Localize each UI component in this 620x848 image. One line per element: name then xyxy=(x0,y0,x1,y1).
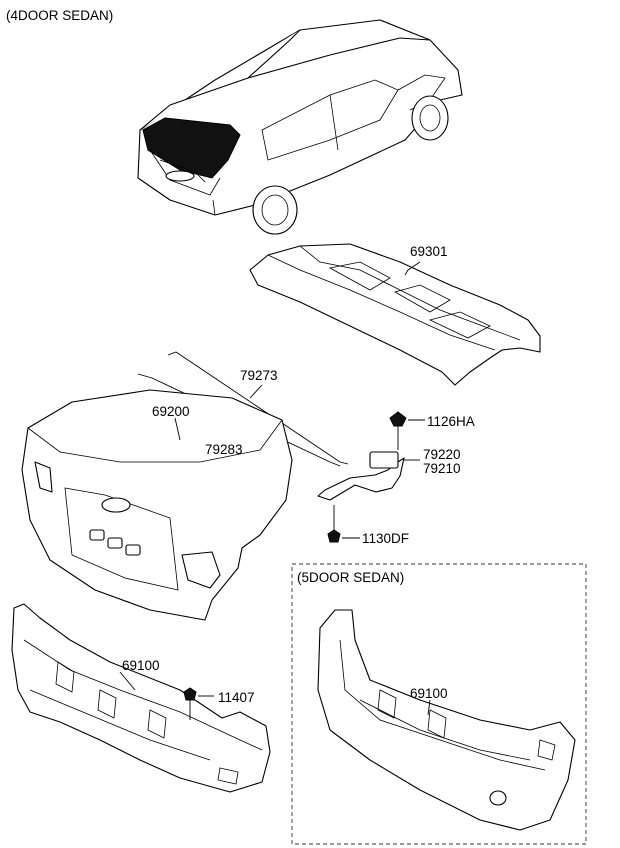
part-number-79220[interactable]: 79220 xyxy=(423,447,461,462)
header-5door-sedan: (5DOOR SEDAN) xyxy=(297,570,405,585)
car-illustration xyxy=(137,19,463,235)
part-number-79210[interactable]: 79210 xyxy=(423,461,461,476)
trunk-lid-69200 xyxy=(21,389,293,621)
part-number-69200[interactable]: 69200 xyxy=(152,404,190,419)
rear-panel-69301 xyxy=(249,243,541,386)
hinge-assembly xyxy=(317,411,425,543)
part-number-11407[interactable]: 11407 xyxy=(218,690,255,705)
five-door-box xyxy=(291,563,587,845)
part-number-79273[interactable]: 79273 xyxy=(240,368,278,383)
part-number-69301[interactable]: 69301 xyxy=(410,244,448,259)
part-number-1126HA[interactable]: 1126HA xyxy=(427,414,475,429)
part-number-69100-4door[interactable]: 69100 xyxy=(122,658,160,673)
back-panel-5door xyxy=(317,609,576,831)
part-number-1130DF[interactable]: 1130DF xyxy=(362,531,410,546)
back-panel-4door xyxy=(11,603,271,793)
header-4door-sedan: (4DOOR SEDAN) xyxy=(6,8,114,23)
part-number-69100-5door[interactable]: 69100 xyxy=(410,686,448,701)
part-number-79283[interactable]: 79283 xyxy=(205,442,243,457)
